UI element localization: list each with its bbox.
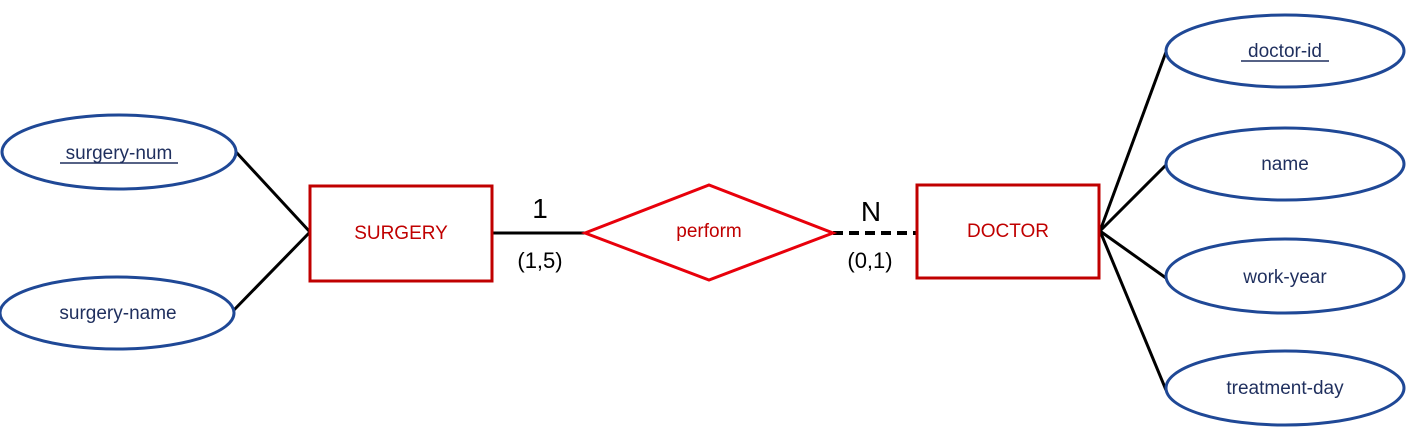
attribute-label: surgery-name (59, 303, 176, 324)
entity-surgery: SURGERY (308, 184, 494, 283)
relationship-perform: perform (580, 183, 838, 282)
attribute-doctor-id: doctor-id (1164, 13, 1406, 89)
attribute-ellipse (1164, 237, 1406, 315)
line-doctor-name (1098, 163, 1168, 233)
attribute-label: surgery-num (66, 143, 173, 164)
cardinality-doctor-side: N (861, 196, 881, 227)
attribute-label: work-year (1242, 267, 1327, 288)
entity-label: DOCTOR (967, 221, 1049, 242)
attribute-doctor-treatment-day: treatment-day (1164, 349, 1406, 427)
line-surgery-num (234, 150, 312, 234)
relationship-label: perform (676, 221, 741, 242)
attribute-doctor-name: name (1164, 126, 1406, 202)
attribute-ellipse (1164, 349, 1406, 427)
attribute-surgery-num: surgery-num (0, 113, 238, 191)
entity-box (915, 183, 1101, 280)
attribute-ellipse (1164, 126, 1406, 202)
attribute-label: treatment-day (1226, 378, 1344, 399)
constraint-surgery-side: (1,5) (517, 248, 562, 273)
attribute-label: name (1261, 154, 1309, 175)
cardinality-surgery-side: 1 (532, 193, 548, 224)
attribute-doctor-work-year: work-year (1164, 237, 1406, 315)
entity-doctor: DOCTOR (915, 183, 1101, 280)
entity-label: SURGERY (354, 223, 448, 244)
line-surgery-name (230, 230, 312, 314)
attribute-ellipse (1164, 13, 1406, 89)
attribute-ellipse (0, 113, 238, 191)
connectors (230, 51, 1168, 391)
relationship-diamond (580, 183, 838, 282)
entity-box (308, 184, 494, 283)
line-doctor-treatment-day (1098, 230, 1168, 391)
line-doctor-work-year (1099, 229, 1167, 280)
attribute-ellipse (0, 275, 236, 351)
attribute-label: doctor-id (1248, 41, 1322, 62)
constraint-doctor-side: (0,1) (847, 248, 892, 273)
attribute-surgery-name: surgery-name (0, 275, 236, 351)
line-doctor-id (1098, 51, 1168, 232)
